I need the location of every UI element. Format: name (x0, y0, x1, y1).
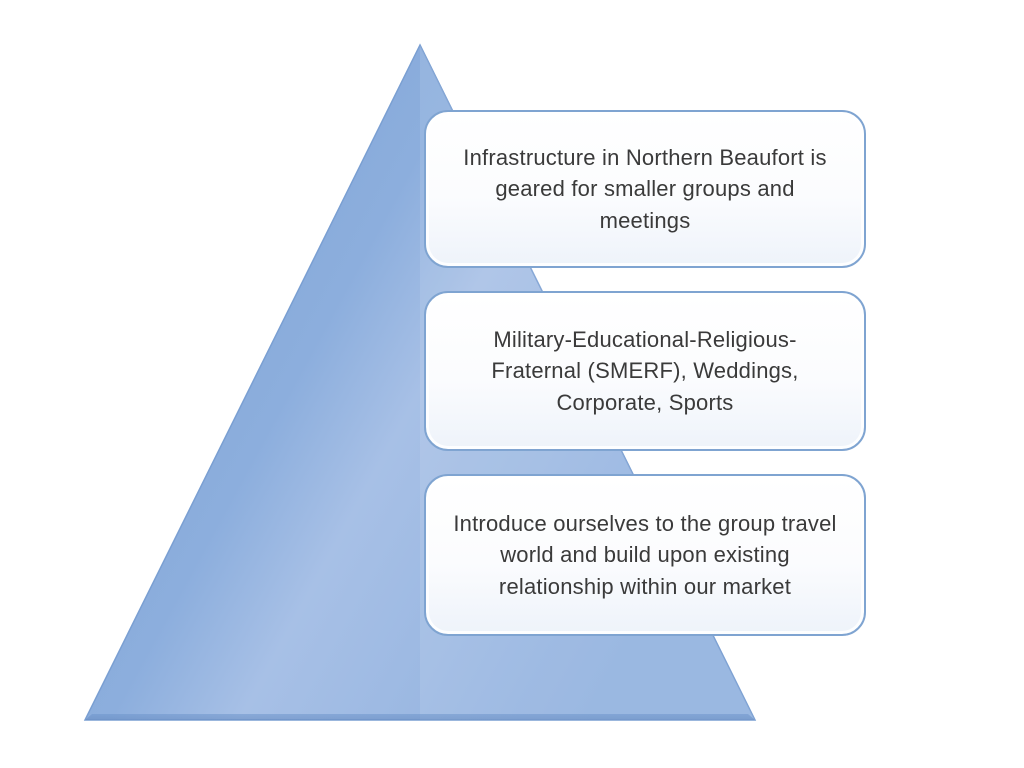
list-box-3: Introduce ourselves to the group travel … (424, 474, 866, 636)
list-box-1-text: Infrastructure in Northern Beaufort is g… (463, 145, 827, 233)
list-box-3-text: Introduce ourselves to the group travel … (453, 511, 837, 599)
list-box-2-text: Military-Educational-Religious-Fraternal… (491, 327, 799, 415)
list-box-2: Military-Educational-Religious-Fraternal… (424, 291, 866, 451)
list-box-1: Infrastructure in Northern Beaufort is g… (424, 110, 866, 268)
